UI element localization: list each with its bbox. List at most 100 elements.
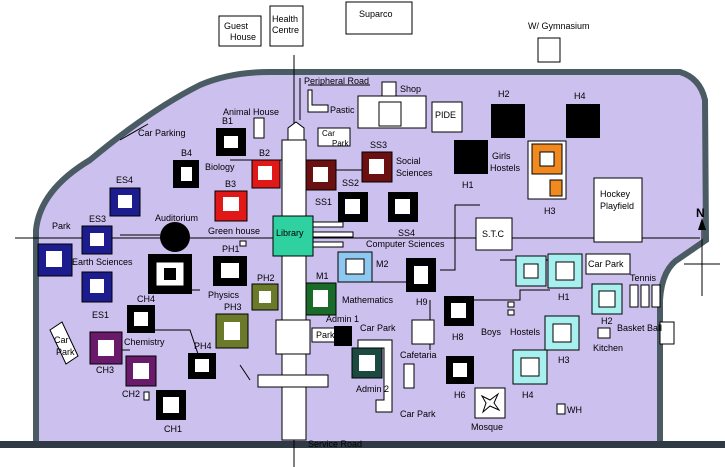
building-b4-inner bbox=[181, 167, 192, 181]
building-b1-inner bbox=[224, 136, 238, 148]
auditorium[interactable] bbox=[160, 222, 190, 252]
ch1-label: CH1 bbox=[164, 424, 182, 434]
h3-girls-label: H3 bbox=[544, 206, 556, 216]
tennis-court-3[interactable] bbox=[651, 284, 661, 308]
building-ph3-inner bbox=[224, 322, 240, 340]
animal-house-label: Animal House bbox=[223, 107, 279, 117]
health-centre-label-1: Health bbox=[272, 14, 298, 24]
tennis-court-2[interactable] bbox=[640, 284, 650, 308]
animal-house[interactable] bbox=[253, 117, 265, 139]
ss3-label: SS3 bbox=[370, 140, 387, 150]
biology-label: Biology bbox=[205, 162, 235, 172]
building-earth-main[interactable] bbox=[37, 243, 73, 277]
car-park-top[interactable] bbox=[317, 127, 351, 147]
building-m1[interactable] bbox=[305, 282, 337, 316]
wh[interactable] bbox=[556, 403, 566, 415]
ph4-label: PH4 bbox=[194, 341, 212, 351]
pide[interactable] bbox=[431, 101, 463, 133]
building-ss1-inner bbox=[345, 199, 360, 214]
ss1-label: SS1 bbox=[315, 197, 332, 207]
pastic-building[interactable] bbox=[307, 89, 329, 113]
building-earth-main-inner bbox=[46, 251, 62, 267]
girls-hostels-label-2: Hostels bbox=[490, 163, 521, 173]
service-road bbox=[0, 441, 725, 448]
car-park-right[interactable] bbox=[585, 253, 631, 275]
peripheral-road-label: Peripheral Road bbox=[304, 76, 369, 86]
es1-label: ES1 bbox=[92, 310, 109, 320]
boys-hostel-marker-1 bbox=[507, 301, 515, 308]
mosque-icon bbox=[480, 392, 501, 414]
boys-hostel-h3[interactable] bbox=[544, 315, 580, 351]
admin2-label: Admin 2 bbox=[356, 384, 389, 394]
ss4-label: SS4 bbox=[398, 228, 415, 238]
suparco[interactable] bbox=[345, 1, 413, 35]
building-ch1-inner bbox=[163, 397, 179, 413]
boys-hostel-h1-a-inner bbox=[523, 263, 539, 279]
h8-label: H8 bbox=[452, 332, 464, 342]
car-parking-label: Car Parking bbox=[138, 128, 186, 138]
car-park-left[interactable] bbox=[49, 321, 79, 365]
wh-label: WH bbox=[567, 405, 582, 415]
boys-hostel-h8-inner bbox=[451, 303, 466, 318]
car-park-bottom[interactable] bbox=[403, 363, 415, 389]
cafetaria-label: Cafetaria bbox=[400, 350, 437, 360]
cafetaria[interactable] bbox=[411, 319, 435, 345]
mathematics-label: Mathematics bbox=[342, 295, 394, 305]
basket-ball[interactable] bbox=[659, 321, 675, 345]
car-park-top-label-2: Park bbox=[332, 139, 349, 148]
library-annex-3 bbox=[312, 241, 344, 248]
w-shop-label: W. Shop bbox=[387, 84, 421, 94]
h3-boys-label: H3 bbox=[558, 355, 570, 365]
car-park-left-label-1: Car bbox=[54, 335, 69, 345]
auditorium-label: Auditorium bbox=[155, 213, 198, 223]
tennis-label: Tennis bbox=[630, 273, 657, 283]
hockey-label-2: Playfield bbox=[600, 201, 634, 211]
girls-hostel-h1[interactable] bbox=[454, 140, 488, 174]
green-house-label: Green house bbox=[208, 226, 260, 236]
boys-label: Boys bbox=[481, 327, 502, 337]
auditorium-hall-core bbox=[164, 268, 176, 280]
stc[interactable] bbox=[475, 217, 513, 251]
ss2-label: SS2 bbox=[342, 178, 359, 188]
building-es3-inner bbox=[90, 233, 104, 246]
girls-hostel-h2[interactable] bbox=[491, 104, 525, 138]
ch4-label: CH4 bbox=[137, 294, 155, 304]
basket-ball-label: Basket Ball bbox=[617, 323, 662, 333]
w-shop-inner bbox=[378, 101, 402, 127]
building-es2[interactable] bbox=[81, 271, 113, 303]
w-gymnasium[interactable] bbox=[537, 37, 561, 63]
b3-label: B3 bbox=[225, 179, 236, 189]
earth-sciences-label: Earth Sciences bbox=[72, 257, 133, 267]
health-centre[interactable] bbox=[269, 5, 304, 47]
guest-house-label-1: Guest bbox=[224, 21, 249, 31]
building-m2-inner bbox=[345, 258, 365, 275]
building-es4-inner bbox=[118, 195, 132, 208]
building-ss2-inner bbox=[313, 167, 328, 182]
boys-hostel-marker-2 bbox=[507, 309, 515, 316]
hostel-h9-inner bbox=[414, 266, 428, 284]
building-es4[interactable] bbox=[109, 187, 141, 217]
ph3-label: PH3 bbox=[224, 302, 242, 312]
building-admin1[interactable] bbox=[334, 326, 352, 346]
building-ch3-inner bbox=[98, 340, 114, 356]
park-left-label: Park bbox=[52, 221, 71, 231]
hockey-playfield[interactable] bbox=[593, 177, 643, 243]
tennis-court-1[interactable] bbox=[629, 284, 639, 308]
pastic-label: Pastic bbox=[330, 105, 355, 115]
library-label: Library bbox=[276, 228, 304, 238]
guest-house[interactable] bbox=[218, 15, 262, 47]
h2-top-label: H2 bbox=[498, 89, 510, 99]
ch3-label: CH3 bbox=[96, 365, 114, 375]
north-label: N bbox=[696, 206, 705, 220]
m2-label: M2 bbox=[376, 259, 389, 269]
library-annex-1 bbox=[312, 221, 344, 228]
social-label-1: Social bbox=[396, 156, 421, 166]
library-annex-2 bbox=[312, 231, 354, 238]
boys-hostel-h3-inner bbox=[552, 323, 572, 343]
girls-hostel-h4[interactable] bbox=[566, 104, 600, 138]
admin-block-white[interactable] bbox=[275, 319, 311, 355]
building-ch4-inner bbox=[134, 312, 148, 326]
kitchen[interactable] bbox=[597, 327, 611, 339]
stc-label: S.T.C bbox=[482, 229, 505, 239]
